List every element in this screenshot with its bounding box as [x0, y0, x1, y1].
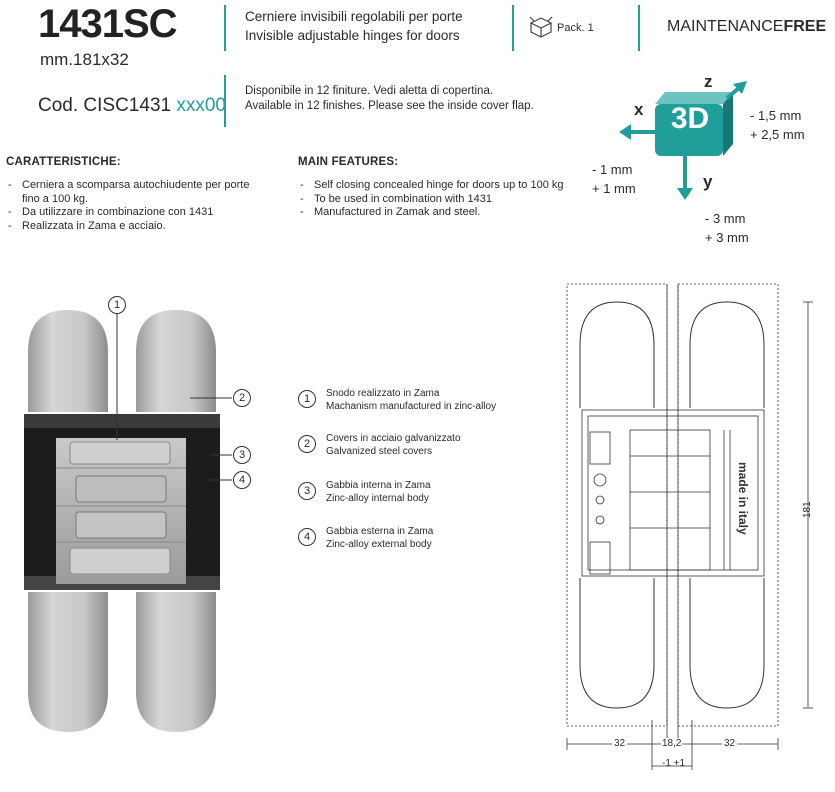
legend-italian: Gabbia interna in Zama: [326, 480, 431, 491]
legend-english: Galvanized steel covers: [326, 445, 433, 457]
y-plus: + 3 mm: [705, 230, 749, 245]
order-code: Cod. CISC1431 xxx00: [38, 95, 226, 117]
legend-english: Zinc-alloy internal body: [326, 492, 429, 504]
z-minus: - 1,5 mm: [750, 108, 802, 123]
y-minus: - 3 mm: [705, 211, 746, 226]
callout-3: 3: [233, 446, 251, 464]
axis-x-label: x: [634, 100, 644, 119]
width-right-dimension: 32: [722, 738, 738, 749]
height-dimension: 181: [802, 501, 813, 518]
legend-number: 1: [298, 390, 316, 408]
legend-english: Zinc-alloy external body: [326, 538, 432, 550]
z-adjustment: - 1,5 mm + 2,5 mm: [750, 106, 805, 144]
finish-english: Available in 12 finishes. Please see the…: [245, 100, 534, 112]
features-english: MAIN FEATURES: Self closing concealed hi…: [298, 156, 588, 220]
height-dim-container: 181: [800, 498, 820, 528]
feature-item: Cerniera a scomparsa autochiudente per p…: [6, 179, 266, 206]
technical-drawing: [566, 283, 813, 770]
badge-3d: 3D: [670, 102, 710, 135]
order-code-finish: xxx00: [176, 95, 226, 116]
x-minus: - 1 mm: [592, 162, 633, 177]
y-adjustment: - 3 mm + 3 mm: [705, 209, 749, 247]
finish-italian: Disponibile in 12 finiture. Vedi aletta …: [245, 85, 494, 97]
features-italian: CARATTERISTICHE: Cerniera a scomparsa au…: [6, 156, 266, 233]
legend-number: 4: [298, 528, 316, 546]
divider: [224, 75, 226, 127]
features-english-title: MAIN FEATURES:: [298, 156, 399, 168]
title-block: Cerniere invisibili regolabili per porte…: [245, 7, 463, 45]
stamp-container: made in italy: [730, 462, 754, 542]
x-plus: + 1 mm: [592, 181, 636, 196]
axis-y-label: y: [703, 172, 713, 191]
x-adjustment: - 1 mm + 1 mm: [592, 160, 636, 198]
feature-item: Self closing concealed hinge for doors u…: [298, 179, 588, 193]
legend-number: 3: [298, 482, 316, 500]
callout-1: 1: [108, 296, 126, 314]
feature-item: Da utilizzare in combinazione con 1431: [6, 206, 266, 220]
z-plus: + 2,5 mm: [750, 127, 805, 142]
mf-normal: MAINTENANCE: [667, 18, 784, 35]
callout-4: 4: [233, 471, 251, 489]
legend-italian: Covers in acciaio galvanizzato: [326, 433, 461, 444]
maintenance-free-logo: MAINTENANCEFREE: [667, 18, 826, 36]
feature-item: Manufactured in Zamak and steel.: [298, 206, 588, 220]
width-left-dimension: 32: [612, 738, 628, 749]
made-in-italy-stamp: made in italy: [736, 462, 750, 535]
product-dimensions: mm.181x32: [40, 50, 129, 69]
order-code-prefix: Cod. CISC1431: [38, 95, 172, 116]
legend-italian: Snodo realizzato in Zama: [326, 388, 440, 399]
title-english: Invisible adjustable hinges for doors: [245, 28, 460, 43]
title-italian: Cerniere invisibili regolabili per porte: [245, 9, 463, 24]
finish-block: Disponibile in 12 finiture. Vedi aletta …: [245, 84, 534, 114]
divider: [638, 5, 640, 51]
hinge-photo: [24, 310, 232, 732]
divider: [512, 5, 514, 51]
callout-2: 2: [233, 389, 251, 407]
mf-bold: FREE: [783, 18, 827, 35]
divider: [224, 5, 226, 51]
tolerance-dimension: -1 +1: [662, 758, 686, 769]
width-mid-dimension: 18,2: [661, 738, 683, 749]
legend-number: 2: [298, 435, 316, 453]
axis-z-label: z: [704, 72, 713, 91]
feature-item: To be used in combination with 1431: [298, 193, 588, 207]
legend-english: Machanism manufactured in zinc-alloy: [326, 400, 497, 412]
adjustment-3d-icon: [619, 81, 747, 200]
product-code: 1431SC: [38, 2, 178, 46]
features-italian-title: CARATTERISTICHE:: [6, 156, 121, 168]
box-icon: [529, 16, 553, 38]
pack-quantity: Pack. 1: [557, 22, 594, 34]
feature-item: Realizzata in Zama e acciaio.: [6, 220, 266, 234]
legend-italian: Gabbia esterna in Zama: [326, 526, 434, 537]
